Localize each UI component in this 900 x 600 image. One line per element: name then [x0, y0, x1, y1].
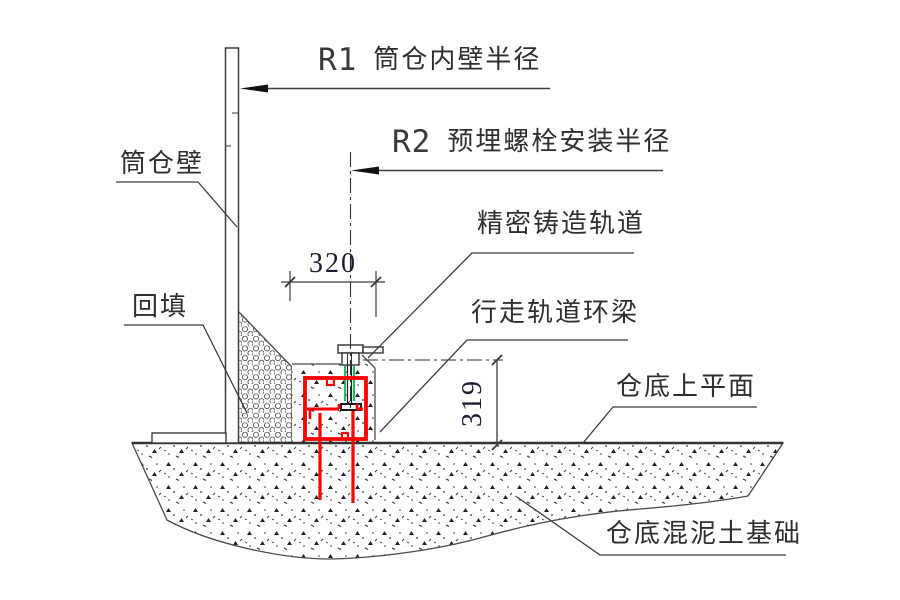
top-plane-leader — [582, 406, 757, 444]
dimension-319-value: 319 — [457, 379, 488, 427]
bin-bottom-concrete-foundation-label: 仓底混泥土基础 — [606, 519, 803, 548]
backfill-leader — [124, 324, 248, 414]
concrete-foundation — [130, 441, 785, 560]
backfill-hatch — [238, 311, 293, 443]
r2-radius-label: R2 预埋螺栓安装半径 — [392, 124, 671, 161]
r1-arrowhead-icon — [240, 84, 268, 93]
ring-beam-leader — [379, 339, 628, 433]
r2-radius-arrow — [351, 166, 663, 175]
wall-footing-plate — [151, 432, 227, 444]
silo-wall-shape — [224, 47, 240, 444]
leader-lines — [116, 181, 786, 556]
ring-beam-highlight — [303, 376, 368, 503]
bin-bottom-top-plane-label: 仓底上平面 — [616, 372, 757, 401]
precision-cast-rail-label: 精密铸造轨道 — [477, 209, 646, 238]
cast-rail-leader — [367, 252, 634, 359]
dimension-319-lines — [491, 354, 503, 451]
r1-code: R1 — [318, 42, 358, 78]
dimension-320-value: 320 — [309, 248, 357, 279]
foundation-leader — [516, 496, 786, 556]
travel-rail-ring-beam-label: 行走轨道环梁 — [471, 298, 640, 327]
centerlines — [349, 152, 503, 410]
silo-wall-leader — [116, 181, 238, 228]
r2-code: R2 — [392, 124, 432, 160]
silo-wall-label: 筒仓壁 — [120, 149, 205, 178]
r1-text: 筒仓内壁半径 — [373, 45, 542, 74]
backfill-label: 回填 — [132, 292, 189, 321]
r1-radius-arrow — [240, 84, 550, 93]
r2-arrowhead-icon — [351, 166, 379, 175]
dimension-320-lines — [281, 271, 385, 317]
r2-text: 预埋螺栓安装半径 — [447, 127, 672, 156]
r1-radius-label: R1 筒仓内壁半径 — [318, 42, 541, 79]
